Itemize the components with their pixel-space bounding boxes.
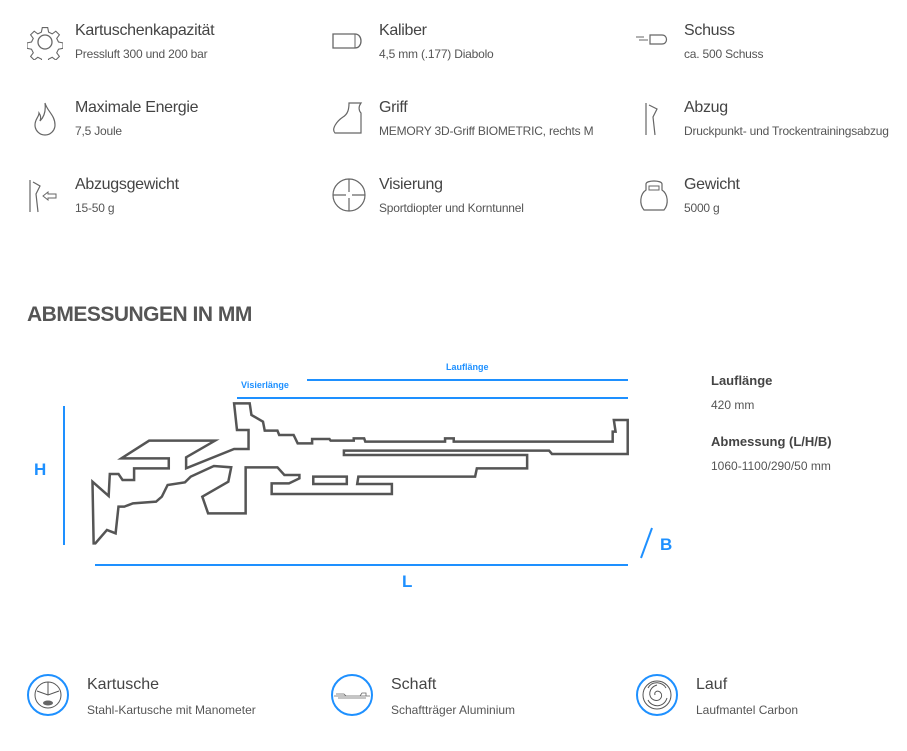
cartridge-icon: [27, 674, 69, 716]
width-label: B: [660, 535, 673, 554]
info-value: 1060-1100/290/50 mm: [711, 459, 831, 473]
feature-value: 7,5 Joule: [75, 124, 122, 138]
material-title: Kartusche: [87, 676, 160, 693]
height-label: H: [34, 460, 47, 479]
width-line: [640, 527, 653, 559]
trigger-weight-icon: [29, 180, 57, 213]
feature-shots: Schuss ca. 500 Schuss: [636, 22, 907, 74]
kettlebell-icon: [640, 180, 668, 211]
feature-value: Pressluft 300 und 200 bar: [75, 47, 208, 61]
feature-value: 15-50 g: [75, 201, 115, 215]
dimensions-heading: ABMESSUNGEN IN MM: [27, 303, 252, 326]
gear-icon: [27, 27, 63, 60]
feature-value: 5000 g: [684, 201, 720, 215]
grip-icon: [333, 102, 363, 134]
trigger-icon: [645, 103, 658, 136]
material-value: Schaftträger Aluminium: [391, 703, 516, 717]
feature-title: Maximale Energie: [75, 99, 199, 116]
feature-value: Sportdiopter und Korntunnel: [379, 201, 524, 215]
rifle-outline: [92, 403, 627, 543]
feature-value: ca. 500 Schuss: [684, 47, 764, 61]
crosshair-icon: [332, 178, 366, 212]
info-key: Lauflänge: [711, 373, 773, 388]
bullet-icon: [332, 33, 362, 49]
feature-title: Kartuschenkapazität: [75, 22, 215, 39]
material-cartridge: Kartusche Stahl-Kartusche mit Manometer: [27, 674, 317, 720]
info-value: 420 mm: [711, 398, 755, 412]
flame-icon: [34, 102, 56, 136]
feature-value: MEMORY 3D-Griff BIOMETRIC, rechts M: [379, 124, 594, 138]
material-title: Lauf: [696, 676, 728, 693]
feature-max-energy: Maximale Energie 7,5 Joule: [27, 99, 317, 151]
feature-title: Schuss: [684, 22, 735, 39]
feature-title: Kaliber: [379, 22, 427, 39]
sight-length-label: Visierlänge: [241, 380, 289, 390]
feature-title: Abzug: [684, 99, 728, 116]
feature-title: Abzugsgewicht: [75, 176, 179, 193]
info-dimensions: Abmessung (L/H/B) 1060-1100/290/50 mm: [711, 434, 832, 473]
shot-icon: [636, 34, 668, 45]
material-value: Stahl-Kartusche mit Manometer: [87, 703, 256, 717]
info-barrel-length: Lauflänge 420 mm: [711, 373, 772, 412]
feature-sights: Visierung Sportdiopter und Korntunnel: [331, 176, 621, 228]
feature-title: Gewicht: [684, 176, 740, 193]
feature-weight: Gewicht 5000 g: [636, 176, 907, 228]
stock-icon: [331, 674, 373, 716]
feature-value: Druckpunkt- und Trockentrainingsabzug: [684, 124, 889, 138]
feature-grip: Griff MEMORY 3D-Griff BIOMETRIC, rechts …: [331, 99, 621, 151]
material-barrel: Lauf Laufmantel Carbon: [636, 674, 907, 720]
info-key: Abmessung (L/H/B): [711, 434, 832, 449]
material-value: Laufmantel Carbon: [696, 703, 799, 717]
material-stock: Schaft Schaftträger Aluminium: [331, 674, 621, 720]
feature-caliber: Kaliber 4,5 mm (.177) Diabolo: [331, 22, 621, 74]
feature-title: Visierung: [379, 176, 443, 193]
barrel-icon: [636, 674, 678, 716]
feature-trigger: Abzug Druckpunkt- und Trockentrainingsab…: [636, 99, 907, 151]
feature-trigger-weight: Abzugsgewicht 15-50 g: [27, 176, 317, 228]
feature-title: Griff: [379, 99, 408, 116]
feature-cartridge-capacity: Kartuschenkapazität Pressluft 300 und 20…: [27, 22, 317, 74]
barrel-length-label: Lauflänge: [446, 362, 489, 372]
length-label: L: [402, 572, 413, 591]
feature-value: 4,5 mm (.177) Diabolo: [379, 47, 494, 61]
material-title: Schaft: [391, 676, 437, 693]
